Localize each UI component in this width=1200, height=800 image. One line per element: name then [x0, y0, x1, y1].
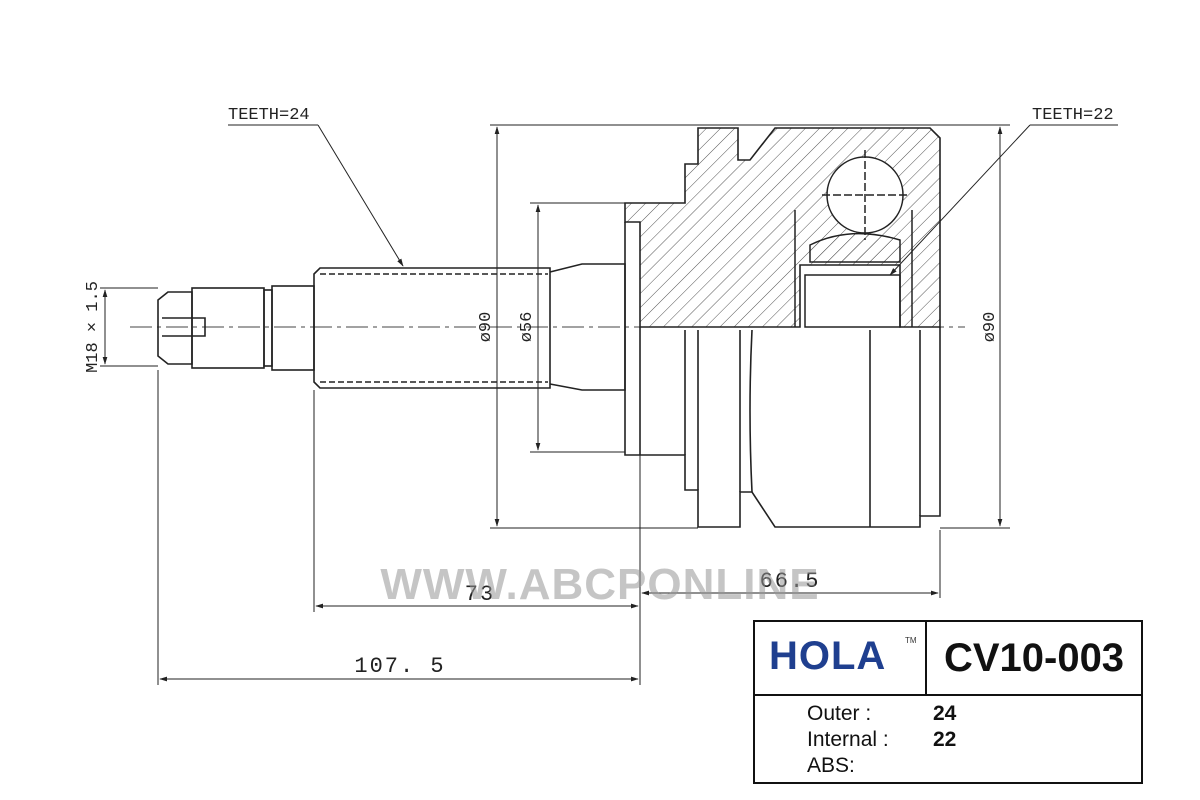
length-73-label: 73: [465, 582, 495, 607]
length-66-5-label: 66.5: [760, 569, 821, 594]
title-block: HOLA TM CV10-003 Outer : 24 Internal : 2…: [753, 620, 1143, 784]
dia-56-label: ø56: [518, 312, 537, 343]
leader-lines: [228, 124, 1118, 276]
teeth-right-label: TEETH=22: [1032, 106, 1114, 125]
outer-value: 24: [933, 702, 957, 725]
abs-label: ABS:: [807, 754, 855, 777]
internal-value: 22: [933, 728, 957, 751]
title-block-header: HOLA TM CV10-003: [755, 622, 1141, 696]
part-number: CV10-003: [943, 635, 1125, 680]
length-dimensions: [157, 370, 941, 685]
outer-label: Outer :: [807, 702, 872, 725]
inner-race: [794, 150, 913, 328]
diameter-dimensions: [100, 124, 1010, 529]
length-107-5-label: 107. 5: [354, 654, 445, 679]
internal-label: Internal :: [807, 728, 889, 751]
dia-90-left-label: ø90: [477, 312, 496, 343]
thread-label: M18 × 1.5: [84, 281, 103, 373]
brand-logo-cell: HOLA TM: [755, 622, 927, 694]
dia-90-right-label: ø90: [981, 312, 1000, 343]
brand-trademark: TM: [905, 636, 917, 645]
teeth-left-label: TEETH=24: [228, 106, 310, 125]
brand-logo: HOLA: [769, 634, 887, 678]
watermark: WWW.ABCPONLINE: [380, 560, 820, 609]
